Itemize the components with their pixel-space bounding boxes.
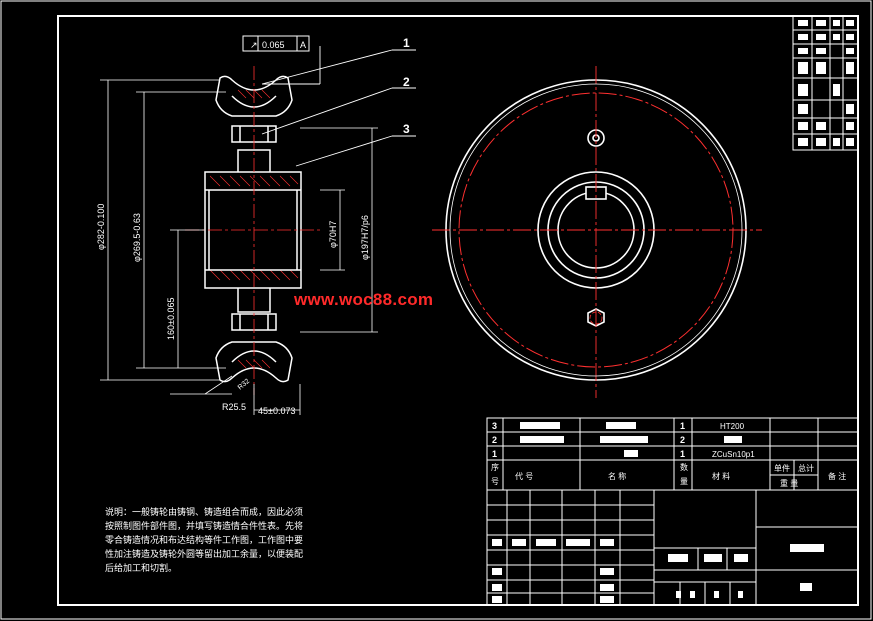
parts-row3-material: HT200: [720, 422, 745, 431]
parts-row2-qty: 2: [680, 435, 685, 445]
tolerance-value: 0.065: [262, 40, 285, 50]
tolerance-symbol: ↗: [250, 40, 258, 50]
revision-table-marks: [798, 20, 854, 146]
balloon-leaders: [261, 46, 416, 167]
front-centerlines: [432, 66, 762, 398]
dim-h160: 160±0.065: [166, 298, 176, 340]
parts-header-qty-2: 量: [680, 477, 688, 486]
geometric-tolerance-frame: [242, 35, 310, 52]
sheet-inner-border: [57, 15, 859, 606]
dimension-lines: [100, 79, 378, 415]
parts-header-remarks: 备 注: [828, 471, 846, 481]
parts-header-material: 材 料: [712, 471, 730, 481]
section-view: [204, 75, 302, 383]
parts-row3-no: 3: [492, 421, 497, 431]
parts-header-no-2: 号: [491, 477, 499, 486]
revision-table: [792, 15, 859, 151]
parts-row1-qty: 1: [680, 449, 685, 459]
parts-row1-material: ZCuSn10p1: [712, 450, 755, 459]
parts-header-weight: 重 量: [780, 478, 798, 488]
balloon-3: 3: [403, 122, 410, 136]
balloon-1: 1: [403, 36, 410, 50]
parts-row3-qty: 1: [680, 421, 685, 431]
parts-header-qty: 数: [680, 462, 688, 472]
parts-header-name: 名 称: [608, 471, 626, 481]
dim-r32: R32: [237, 378, 251, 392]
section-centerlines: [185, 66, 320, 395]
dim-d70: φ70H7: [328, 221, 338, 248]
dim-d197: φ197H7/p6: [360, 215, 370, 260]
parts-header-no: 序: [491, 462, 499, 472]
parts-header-weight-single: 单件: [774, 463, 790, 473]
balloon-2: 2: [403, 75, 410, 89]
parts-header-weight-total: 总计: [798, 463, 814, 473]
parts-header-code: 代 号: [515, 471, 533, 481]
title-block: [486, 417, 859, 606]
dim-r25: R25.5: [222, 402, 246, 412]
section-hatching: [209, 89, 299, 369]
parts-row1-no: 1: [492, 449, 497, 459]
front-rim-ring: [449, 83, 743, 377]
parts-list-labels-illegible: [492, 422, 824, 603]
drawing-notes: 说明：一般铸轮由铸钢、铸造组合而成，因此必须按照制图件部件图，并填写铸造情合件性…: [105, 508, 304, 574]
parts-row2-no: 2: [492, 435, 497, 445]
tolerance-datum: A: [300, 40, 306, 50]
watermark-text: www.woc88.com: [294, 290, 434, 309]
dim-w45: 45±0.073: [258, 406, 295, 416]
dim-d282: φ282-0.100: [96, 204, 106, 250]
dim-d269: φ269.5-0.63: [132, 213, 142, 262]
